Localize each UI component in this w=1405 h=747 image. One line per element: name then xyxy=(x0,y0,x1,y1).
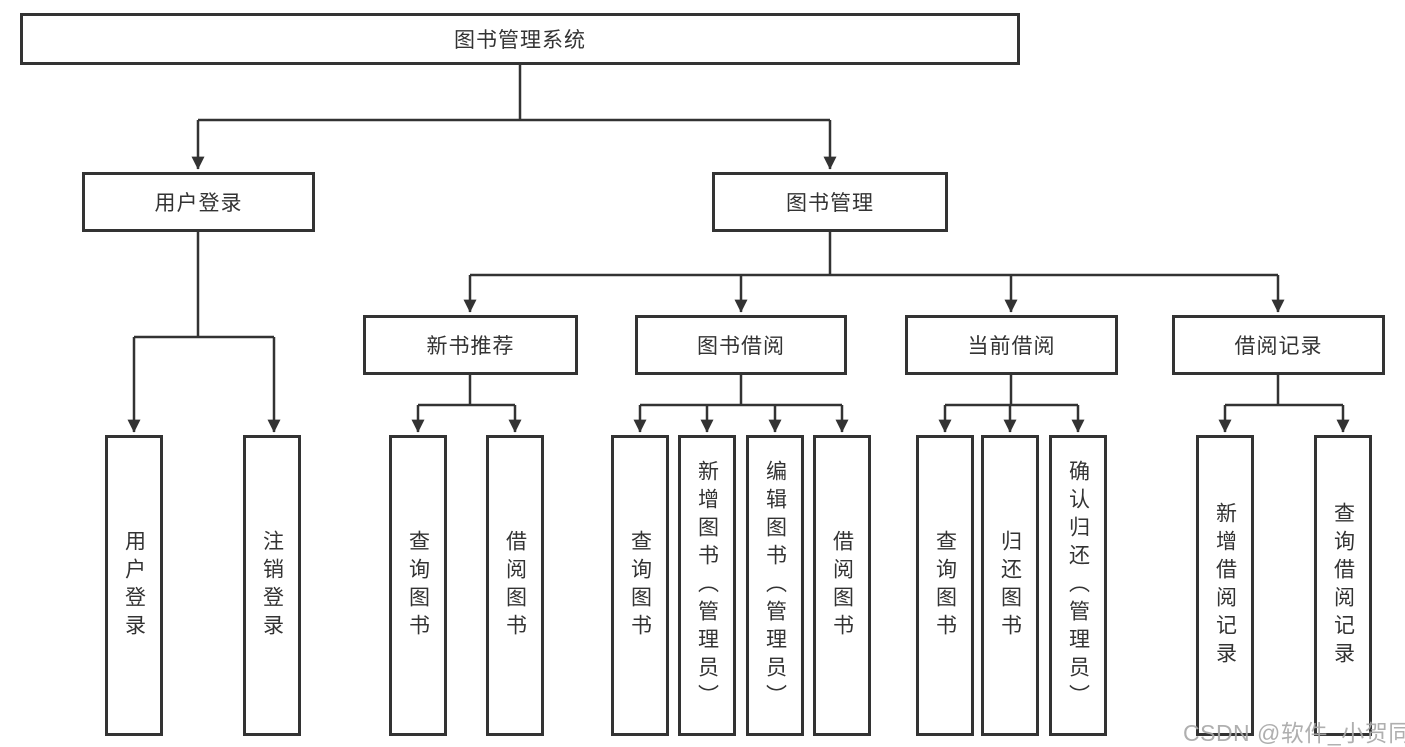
leaf-edit-books-admin: 编辑图书（管理员） xyxy=(746,435,804,736)
leaf-user-login: 用户登录 xyxy=(105,435,163,736)
leaf-borrow-books-label: 借阅图书 xyxy=(830,529,854,642)
node-borrow-records: 借阅记录 xyxy=(1172,315,1385,375)
node-current-borrow: 当前借阅 xyxy=(905,315,1118,375)
leaf-confirm-return-admin: 确认归还（管理员） xyxy=(1049,435,1107,736)
leaf-recommend-borrow-books: 借阅图书 xyxy=(486,435,544,736)
leaf-add-borrow-record: 新增借阅记录 xyxy=(1196,435,1254,736)
leaf-current-query-books-label: 查询图书 xyxy=(933,529,957,642)
node-book-management: 图书管理 xyxy=(712,172,948,232)
leaf-current-query-books: 查询图书 xyxy=(916,435,974,736)
leaf-recommend-query-books: 查询图书 xyxy=(389,435,447,736)
node-book-borrow-label: 图书借阅 xyxy=(697,335,785,358)
leaf-add-books-admin-label: 新增图书（管理员） xyxy=(695,459,719,712)
node-root-label: 图书管理系统 xyxy=(454,29,586,52)
leaf-query-borrow-record: 查询借阅记录 xyxy=(1314,435,1372,736)
leaf-recommend-query-books-label: 查询图书 xyxy=(406,529,430,642)
node-book-borrow: 图书借阅 xyxy=(635,315,847,375)
node-user-login: 用户登录 xyxy=(82,172,315,232)
node-new-book-recommend: 新书推荐 xyxy=(363,315,578,375)
leaf-query-borrow-record-label: 查询借阅记录 xyxy=(1331,501,1355,670)
leaf-confirm-return-admin-label: 确认归还（管理员） xyxy=(1066,459,1090,712)
leaf-return-books: 归还图书 xyxy=(981,435,1039,736)
leaf-add-borrow-record-label: 新增借阅记录 xyxy=(1213,501,1237,670)
leaf-borrow-query-books: 查询图书 xyxy=(611,435,669,736)
node-borrow-records-label: 借阅记录 xyxy=(1234,335,1323,358)
leaf-return-books-label: 归还图书 xyxy=(998,529,1022,642)
node-user-login-label: 用户登录 xyxy=(154,192,243,215)
leaf-user-login-label: 用户登录 xyxy=(122,529,146,642)
leaf-logout-label: 注销登录 xyxy=(260,529,284,642)
leaf-borrow-query-books-label: 查询图书 xyxy=(628,529,652,642)
leaf-recommend-borrow-books-label: 借阅图书 xyxy=(503,529,527,642)
leaf-logout: 注销登录 xyxy=(243,435,301,736)
leaf-add-books-admin: 新增图书（管理员） xyxy=(678,435,736,736)
node-root: 图书管理系统 xyxy=(20,13,1020,65)
node-new-book-recommend-label: 新书推荐 xyxy=(426,335,515,358)
leaf-borrow-books: 借阅图书 xyxy=(813,435,871,736)
node-book-management-label: 图书管理 xyxy=(786,192,874,215)
leaf-edit-books-admin-label: 编辑图书（管理员） xyxy=(763,459,787,712)
node-current-borrow-label: 当前借阅 xyxy=(967,335,1056,358)
